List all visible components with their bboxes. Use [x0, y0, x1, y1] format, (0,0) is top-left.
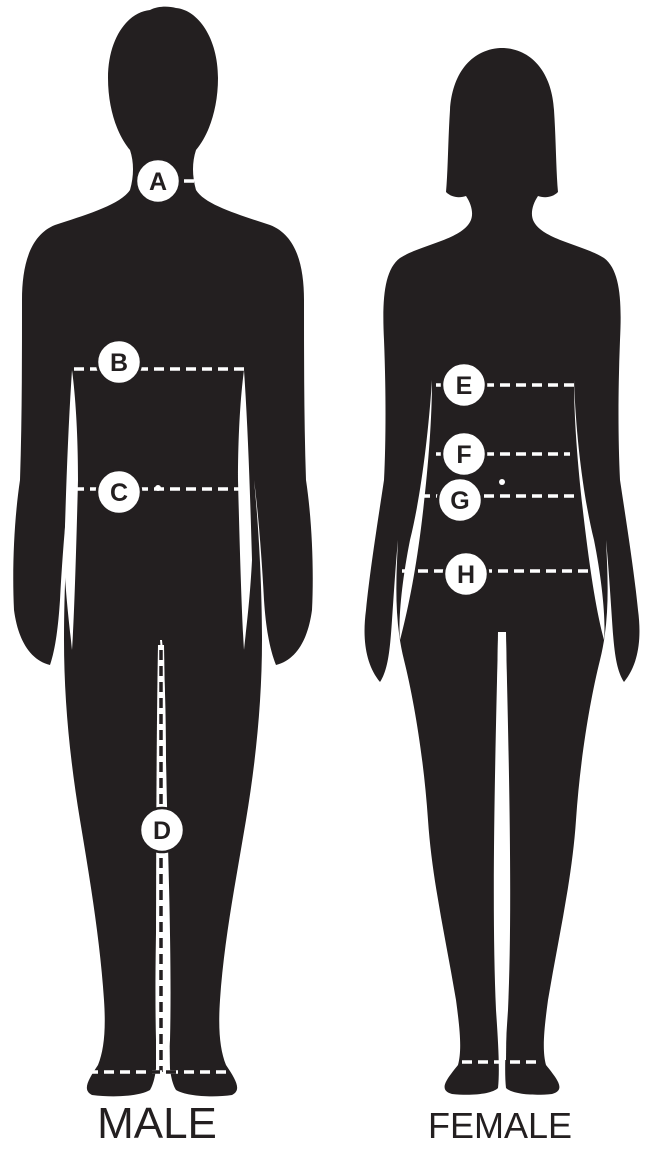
female-caption: FEMALE [428, 1105, 572, 1146]
marker-d: D [140, 808, 184, 852]
marker-h-label: H [457, 561, 475, 589]
marker-f-label: F [456, 441, 471, 469]
marker-g-label: G [450, 487, 469, 515]
marker-e-label: E [456, 372, 473, 400]
marker-b: B [97, 340, 141, 384]
marker-g: G [438, 478, 482, 522]
marker-d-label: D [153, 817, 171, 845]
marker-b-label: B [110, 349, 128, 377]
female-figure: E F G H FEMALE [365, 48, 640, 1146]
marker-c-label: C [110, 479, 128, 507]
male-caption: MALE [97, 1099, 217, 1148]
marker-h: H [444, 552, 488, 596]
marker-a: A [136, 159, 180, 203]
marker-c: C [97, 470, 141, 514]
marker-a-label: A [149, 168, 167, 196]
female-leg-gap [497, 632, 508, 1060]
female-navel-dot [499, 479, 505, 485]
marker-e: E [442, 363, 486, 407]
marker-f: F [442, 432, 486, 476]
male-waist-dot [155, 485, 161, 491]
male-figure: A B C D MALE [13, 7, 313, 1148]
